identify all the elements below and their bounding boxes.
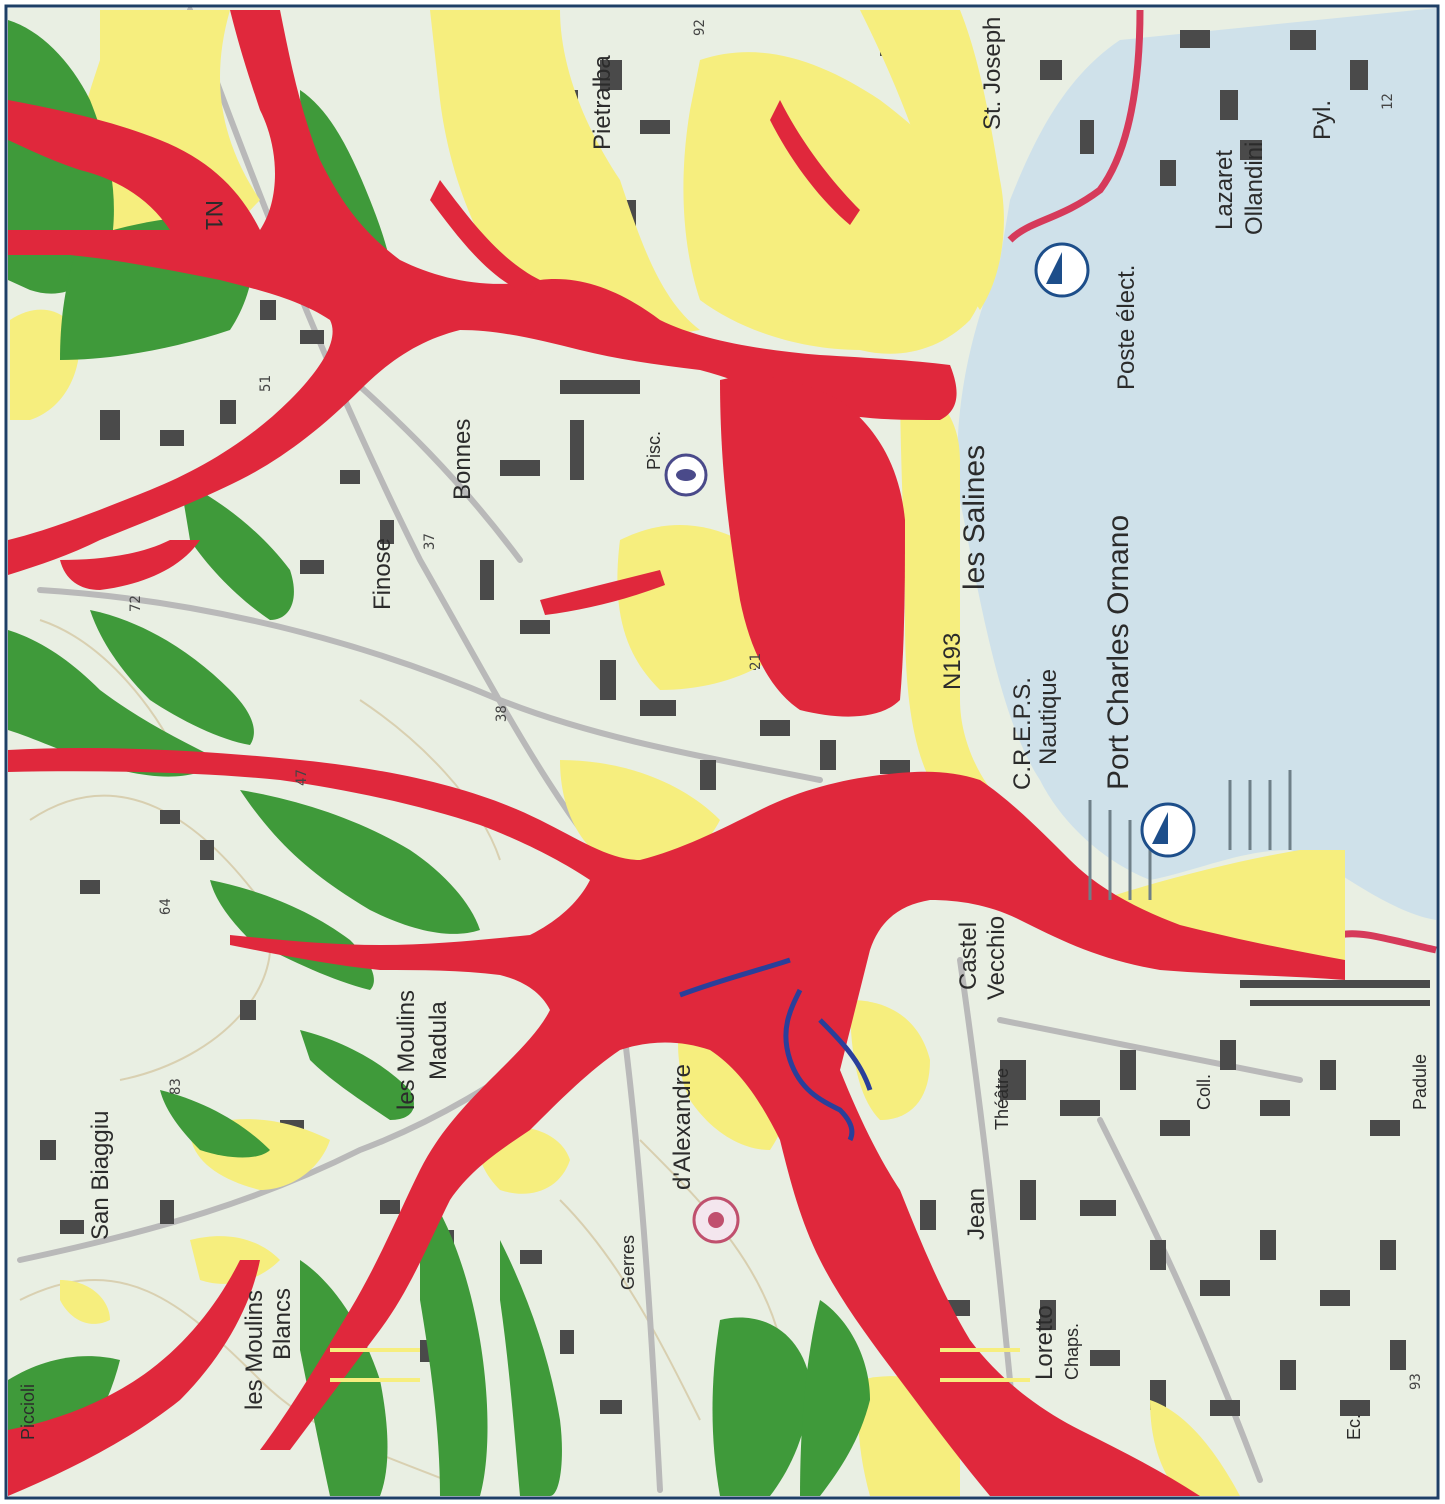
monument-icon [692,1196,740,1244]
label-madula: Madula [425,1001,452,1080]
label-n193: N193 [939,633,966,690]
label-pisc: Pisc. [644,431,664,470]
label-blancs: Blancs [269,1288,296,1360]
flood-zone-high [8,10,1345,1496]
spot-heights: 37 38 21 72 64 83 47 51 92 12 93 [128,19,1424,1390]
marina-icon [1034,242,1196,858]
label-st-joseph: St. Joseph [979,17,1006,130]
highway-south-stripes [330,1348,1030,1382]
stream-line [679,957,873,1142]
spot-height: 37 [422,533,438,550]
label-coll: Coll. [1194,1074,1214,1110]
spot-height: 92 [692,19,708,36]
label-padule: Padule [1410,1054,1430,1110]
label-chaps: Chaps. [1062,1323,1082,1380]
label-gerres: Gerres [618,1235,638,1290]
label-creps: C.R.E.P.S. [1009,677,1036,790]
highway-north [1007,9,1144,243]
label-pyl: Pyl. [1309,100,1336,140]
buildings [40,30,1430,1416]
label-n1: N1 [200,200,227,231]
spot-height: 38 [494,705,510,722]
pool-icon [664,453,708,497]
spot-height: 47 [294,769,310,786]
label-salines: les Salines [958,445,991,590]
spot-height: 93 [1408,1373,1424,1390]
label-vecchio: Vecchio [983,916,1010,1000]
label-theatre: Théâtre [992,1068,1012,1130]
label-finose: Finose [369,538,396,610]
label-san-biaggiu: San Biaggiu [87,1111,114,1240]
label-pietralba: Pietralba [589,55,616,150]
label-moulins: les Moulins [241,1290,268,1410]
label-moulins2: les Moulins [393,990,420,1110]
label-ollandini: Ollandini [1241,142,1268,235]
label-nautique: Nautique [1035,669,1062,765]
sea-area [957,8,1436,920]
label-castel: Castel [955,922,982,990]
label-alexandre: d'Alexandre [669,1064,696,1190]
label-lazaret: Lazaret [1211,150,1238,230]
label-ec: Ec. [1344,1414,1364,1440]
spot-height: 21 [748,653,764,670]
label-poste: Poste élect. [1113,265,1140,390]
spot-height: 12 [1380,93,1396,110]
label-port: Port Charles Ornano [1102,515,1135,790]
spot-height: 51 [258,375,274,392]
label-piccioli: Piccioli [18,1384,38,1440]
label-bonnes: Bonnes [449,419,476,500]
label-loretto: Loretto [1031,1305,1058,1380]
label-jean: Jean [963,1188,990,1240]
map-frame [4,4,1440,1500]
spot-height: 64 [158,898,174,915]
spot-height: 72 [128,595,144,612]
spot-height: 83 [168,1078,184,1095]
